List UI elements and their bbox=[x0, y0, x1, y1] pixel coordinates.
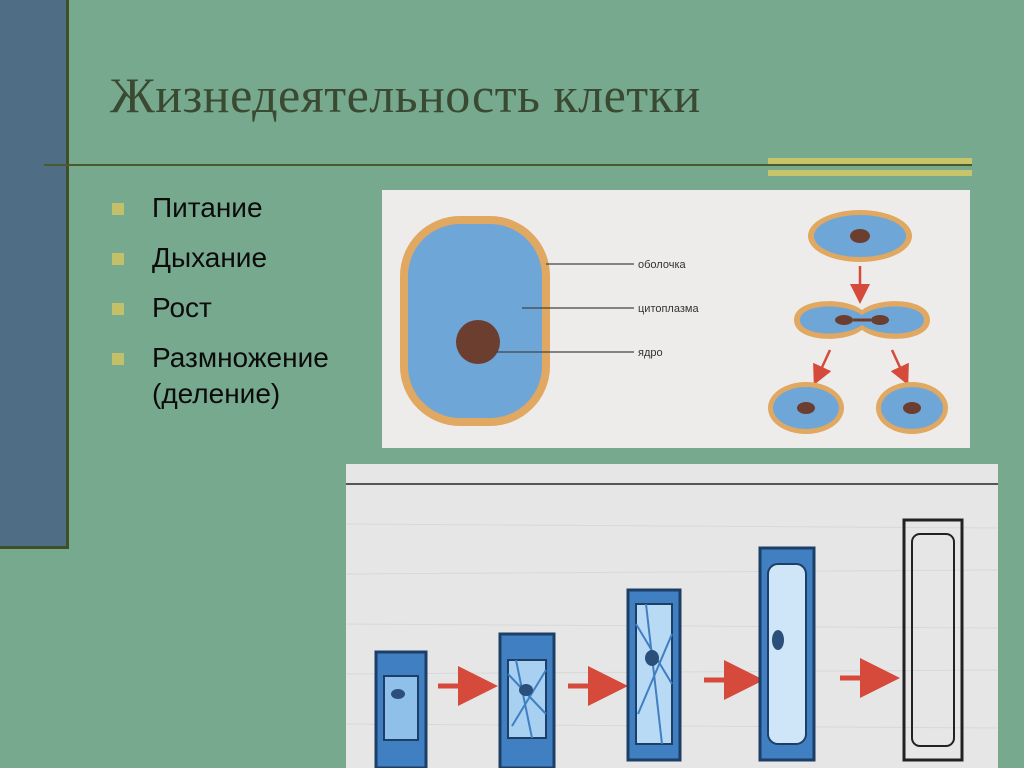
bullet-item-growth: Рост bbox=[112, 290, 329, 326]
title-divider bbox=[44, 164, 972, 166]
slide-title: Жизнедеятельность клетки bbox=[110, 67, 701, 123]
cell-structure-illustration: оболочка цитоплазма ядро bbox=[382, 190, 970, 448]
bullet-text: Рост bbox=[152, 292, 212, 323]
bullet-item-nutrition: Питание bbox=[112, 190, 329, 226]
bullet-square-icon bbox=[112, 203, 124, 215]
bullet-text: Размножение (деление) bbox=[152, 342, 329, 409]
growth-stage-2 bbox=[498, 632, 556, 768]
sidebar-decoration bbox=[0, 0, 69, 549]
bullet-text: Дыхание bbox=[152, 242, 268, 273]
growth-stage-1 bbox=[374, 650, 428, 768]
growth-stage-5 bbox=[902, 518, 964, 762]
growth-stage-4 bbox=[758, 546, 816, 762]
growth-stage-3 bbox=[626, 588, 682, 762]
label-nucleus: ядро bbox=[638, 347, 663, 359]
label-membrane: оболочка bbox=[638, 259, 686, 271]
accent-bar-top bbox=[768, 158, 972, 164]
bullet-item-respiration: Дыхание bbox=[112, 240, 329, 276]
cell-growth-illustration bbox=[346, 464, 998, 768]
label-cytoplasm: цитоплазма bbox=[638, 303, 699, 315]
cell-structure-svg: оболочка цитоплазма ядро bbox=[400, 210, 948, 434]
bullet-square-icon bbox=[112, 353, 124, 365]
bullet-item-reproduction: Размножение (деление) bbox=[112, 340, 329, 412]
bullet-square-icon bbox=[112, 253, 124, 265]
cell-growth-svg bbox=[346, 483, 998, 768]
large-cell-nucleus bbox=[456, 320, 500, 364]
accent-bar-bottom bbox=[768, 170, 972, 176]
bullet-square-icon bbox=[112, 303, 124, 315]
bullet-text: Питание bbox=[152, 192, 263, 223]
bullet-list: Питание Дыхание Рост Размножение (делени… bbox=[112, 190, 329, 426]
